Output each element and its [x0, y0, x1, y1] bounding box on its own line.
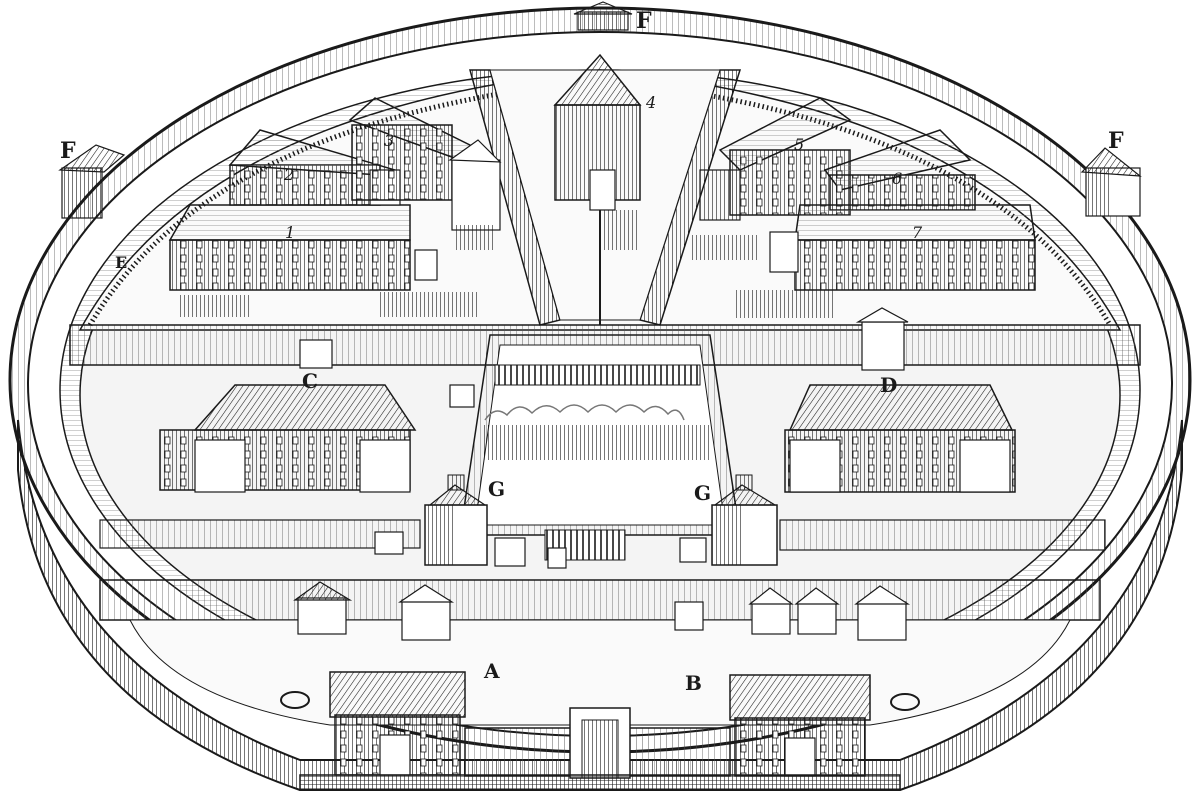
front-gate: [464, 707, 731, 779]
houses-lower-right: [674, 585, 911, 641]
small-sheds-middle: [299, 307, 909, 408]
middle-lower-walls: [99, 519, 1106, 551]
central-courtyard: [459, 334, 741, 561]
lower-inner-wall: [99, 579, 1101, 621]
label-f-left: F: [60, 138, 76, 164]
barrack-number-4: 4: [645, 93, 656, 112]
barrack-1: [168, 204, 411, 291]
label-c: C: [302, 369, 318, 393]
barrack-number-3: 3: [384, 131, 394, 150]
barrack-number-5: 5: [794, 135, 804, 154]
base-plinth: [299, 774, 901, 791]
barrack-3: [348, 97, 502, 231]
label-a: A: [483, 659, 500, 683]
barrack-number-2: 2: [283, 165, 294, 184]
top-guardhouse: [573, 1, 633, 31]
barrack-6: [823, 129, 976, 211]
barrack-number-1: 1: [285, 223, 295, 242]
small-huts-lower: [374, 531, 707, 569]
left-guardhouse: [58, 144, 126, 219]
barrack-number-7: 7: [912, 223, 923, 242]
building-c: [159, 384, 417, 493]
label-d: D: [880, 373, 897, 397]
label-e: E: [115, 253, 127, 272]
tower-g-left: [424, 474, 488, 566]
barrack-7: [769, 204, 1036, 291]
label-g-right: G: [694, 481, 711, 505]
barrack-number-6: 6: [892, 169, 902, 188]
label-g-left: G: [488, 477, 505, 501]
label-f-top: F: [636, 8, 652, 34]
barrack-4: [553, 53, 642, 211]
right-guardhouse: [1080, 147, 1142, 217]
prisoner-groups-north: [180, 210, 835, 318]
barrack-numbers: 1 2 3 4 5 6 7: [283, 93, 923, 242]
building-d: [784, 384, 1016, 493]
label-f-right: F: [1108, 128, 1124, 154]
letter-labels: F F F E C D G G A B: [60, 8, 1124, 695]
small-shed-north: [414, 249, 438, 281]
building-a: [329, 671, 466, 776]
houses-lower-left: [293, 581, 455, 641]
front-lamps: [280, 691, 920, 711]
label-b: B: [685, 671, 702, 695]
tower-g-right: [711, 474, 778, 566]
building-b: [729, 674, 871, 777]
